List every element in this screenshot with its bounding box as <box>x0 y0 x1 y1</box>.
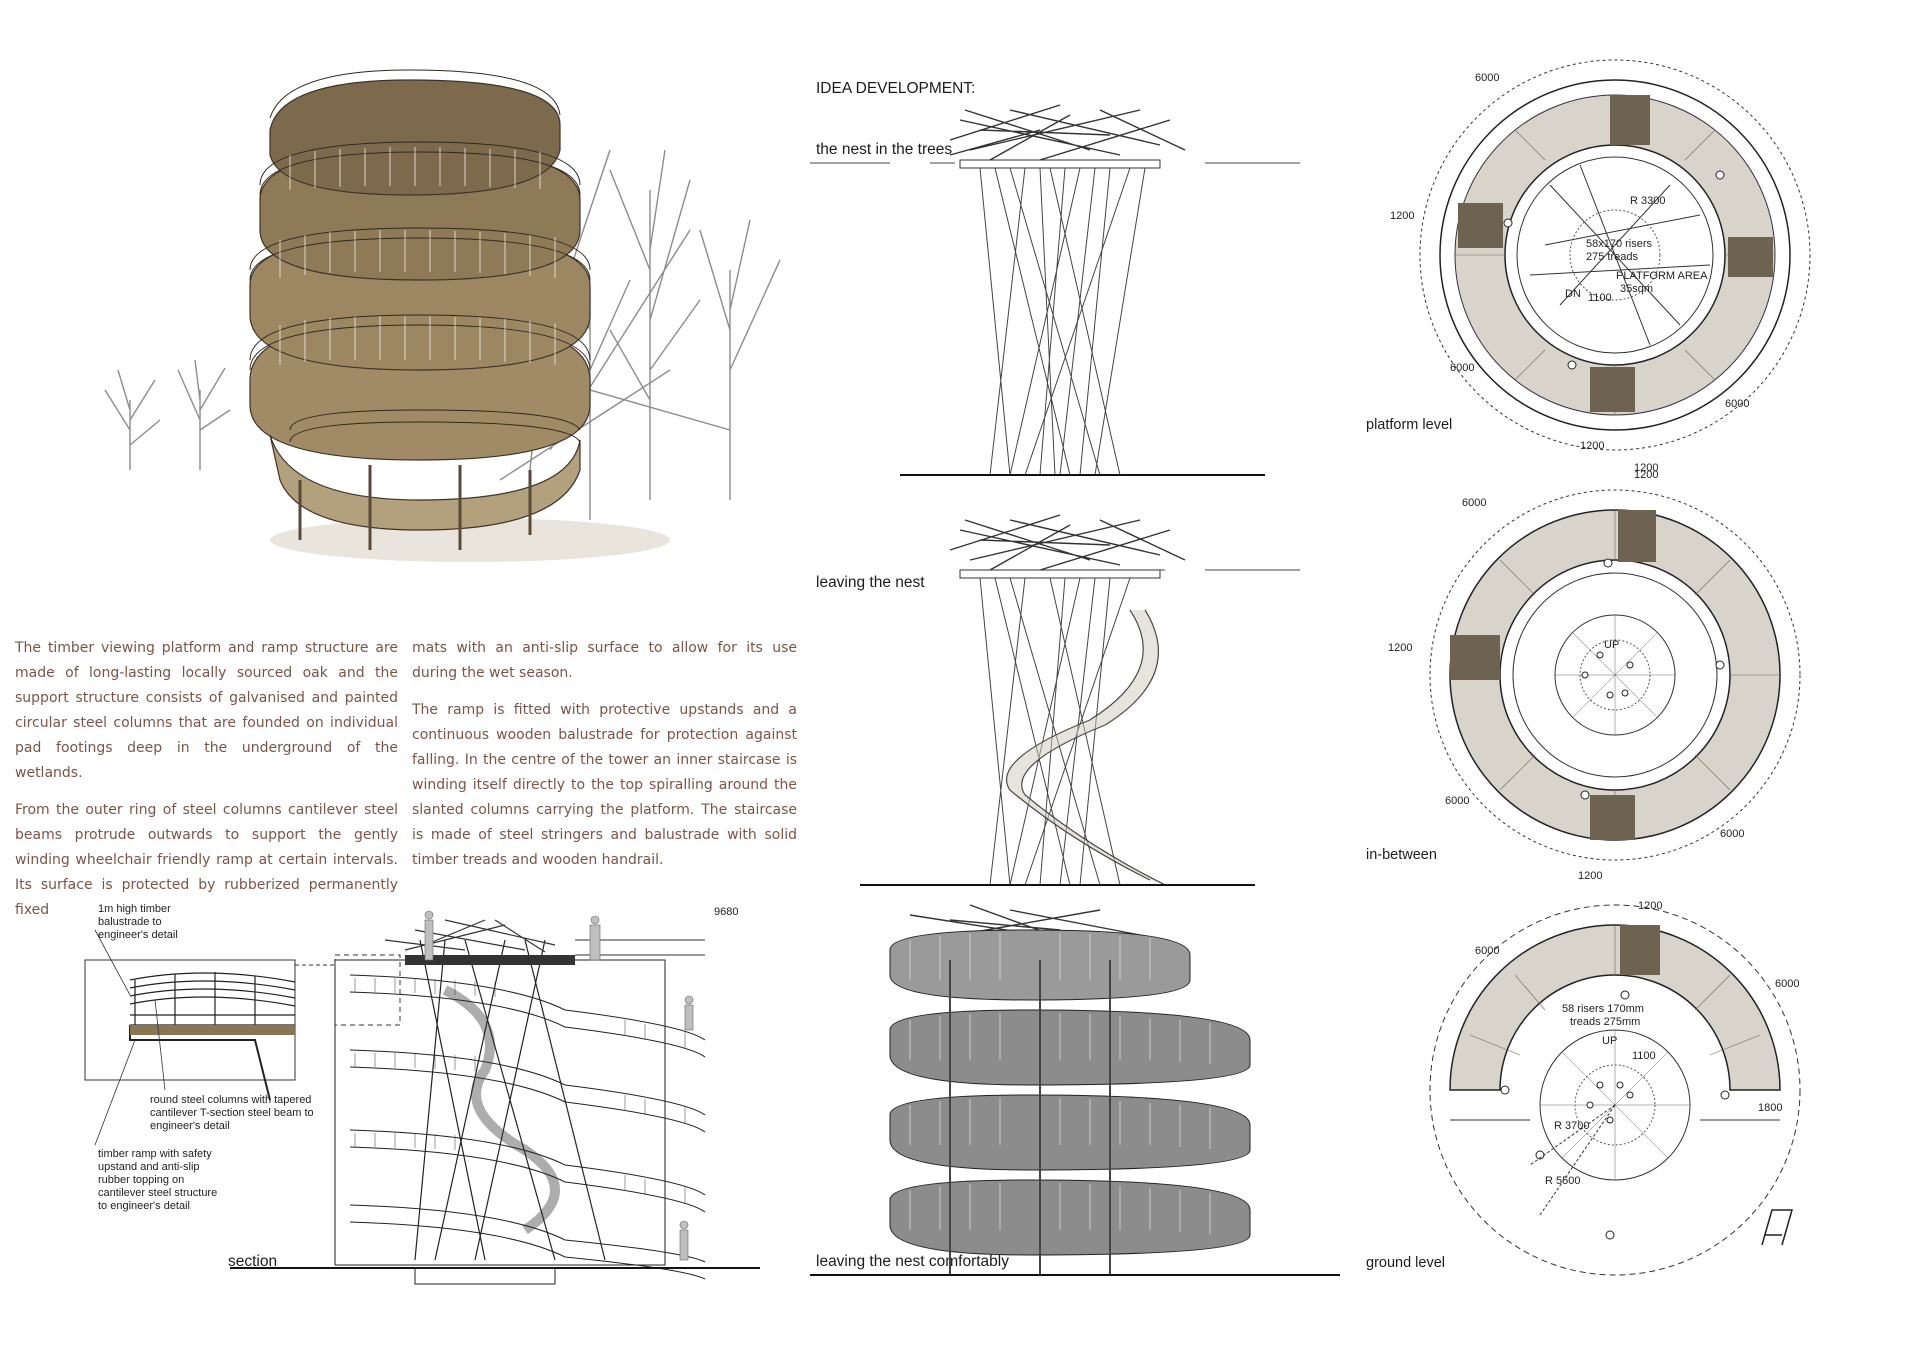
platform-radius: R 3300 <box>1630 195 1666 207</box>
description-col-2: mats with an anti-slip surface to allow … <box>412 636 797 885</box>
ground-d1100: 1100 <box>1632 1050 1656 1062</box>
section-label: section <box>228 1253 278 1270</box>
plan-inbetween <box>1429 489 1801 861</box>
ramp-balustrades <box>249 69 591 443</box>
platform-dim: 6000 <box>1475 72 1500 84</box>
platform-dim: 1200 <box>1634 462 1659 474</box>
description-paragraph: The timber viewing platform and ramp str… <box>15 640 398 781</box>
ground-r2: R 5500 <box>1545 1175 1581 1187</box>
idea-heading: IDEA DEVELOPMENT: <box>816 80 976 97</box>
section-nest <box>384 919 556 953</box>
platform-dim: 6000 <box>1725 398 1750 410</box>
platform-level-label: platform level <box>1366 417 1453 433</box>
platform-dim: 6000 <box>1450 362 1475 374</box>
platform-treads: 275 treads <box>1586 251 1638 263</box>
inbetween-up: UP <box>1604 639 1620 651</box>
platform-area-value: 35sqm <box>1620 283 1654 295</box>
platform-dn: DN <box>1565 288 1581 300</box>
ground-dim: 6000 <box>1475 945 1500 957</box>
note-balustrade: 1m high timber balustrade to engineer's … <box>98 903 178 941</box>
inbetween-dim: 6000 <box>1462 497 1487 509</box>
description-paragraph: From the outer ring of steel columns can… <box>15 802 398 918</box>
ground-risers: 58 risers 170mm <box>1562 1003 1644 1015</box>
inbetween-label: in-between <box>1366 847 1437 863</box>
inbetween-dim: 1200 <box>1578 870 1603 882</box>
stage-3-drawing <box>810 904 1340 1276</box>
ground-dim: 1200 <box>1638 900 1663 912</box>
platform-d1100: 1100 <box>1588 292 1612 304</box>
stage-2-drawing <box>860 514 1300 886</box>
inbetween-dim: 1200 <box>1634 469 1659 481</box>
ground-treads: treads 275mm <box>1570 1016 1641 1028</box>
height-mark: 9680 <box>714 906 739 918</box>
ground-up: UP <box>1602 1035 1618 1047</box>
inbetween-dim: 6000 <box>1445 795 1470 807</box>
stage-1-drawing <box>810 104 1300 476</box>
ground-dim: 6000 <box>1775 978 1800 990</box>
tower-render <box>104 69 781 562</box>
description-paragraph: The ramp is fitted with protective upsta… <box>412 702 797 868</box>
bench-icon <box>1761 1209 1793 1246</box>
ground-dim: 1800 <box>1758 1102 1783 1114</box>
description-paragraph: mats with an anti-slip surface to allow … <box>412 640 797 681</box>
plan-platform <box>1419 59 1811 451</box>
ground-r1: R 3700 <box>1554 1120 1590 1132</box>
section-ramps <box>349 974 706 1280</box>
stage-2-label: leaving the nest <box>816 574 925 591</box>
platform-dim: 1200 <box>1390 210 1415 222</box>
ground-level-label: ground level <box>1366 1255 1445 1271</box>
note-ramp: timber ramp with safety upstand and anti… <box>98 1148 218 1212</box>
spiral-ramp <box>249 79 591 531</box>
stage-1-trunks <box>979 167 1146 476</box>
note-columns: round steel columns with tapered cantile… <box>150 1094 314 1132</box>
stage-3-label: leaving the nest comfortably <box>816 1253 1009 1270</box>
plan-ground <box>1429 904 1801 1276</box>
platform-dim: 1200 <box>1580 440 1605 452</box>
columns <box>298 465 532 550</box>
detail-balustrade <box>129 972 296 1101</box>
inbetween-dim: 1200 <box>1388 642 1413 654</box>
nest-sticks <box>949 104 1186 161</box>
platform-area-title: PLATFORM AREA <box>1616 270 1708 282</box>
landing-blocks <box>1458 95 1773 412</box>
platform-risers: 58x170 risers <box>1586 238 1653 250</box>
stage-3-ramps <box>889 929 1251 1256</box>
section-drawing <box>84 910 760 1285</box>
inbetween-dim: 6000 <box>1720 828 1745 840</box>
stage-1-label: the nest in the trees <box>816 141 953 158</box>
description-col-1: The timber viewing platform and ramp str… <box>15 636 398 935</box>
